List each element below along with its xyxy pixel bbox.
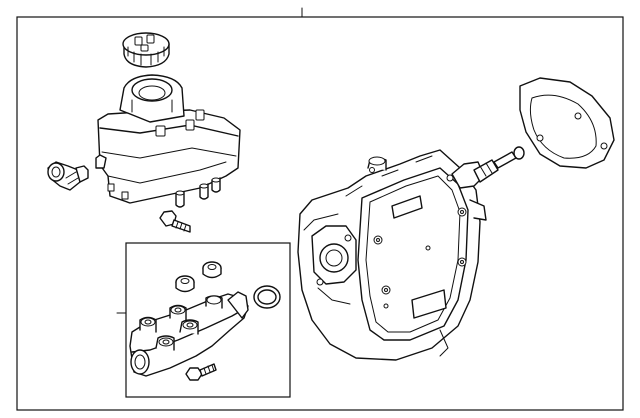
grommet-seals [175, 261, 222, 293]
hose-fitting [47, 161, 89, 191]
mounting-bolt [159, 210, 191, 233]
master-cylinder [129, 291, 249, 377]
cylinder-bolt [185, 363, 217, 381]
brake-booster [297, 149, 487, 361]
reservoir-cap [122, 32, 170, 68]
booster-gasket [519, 77, 615, 169]
o-ring [253, 285, 281, 309]
booster-push-rod [451, 146, 525, 189]
reservoir-tank [95, 74, 241, 208]
